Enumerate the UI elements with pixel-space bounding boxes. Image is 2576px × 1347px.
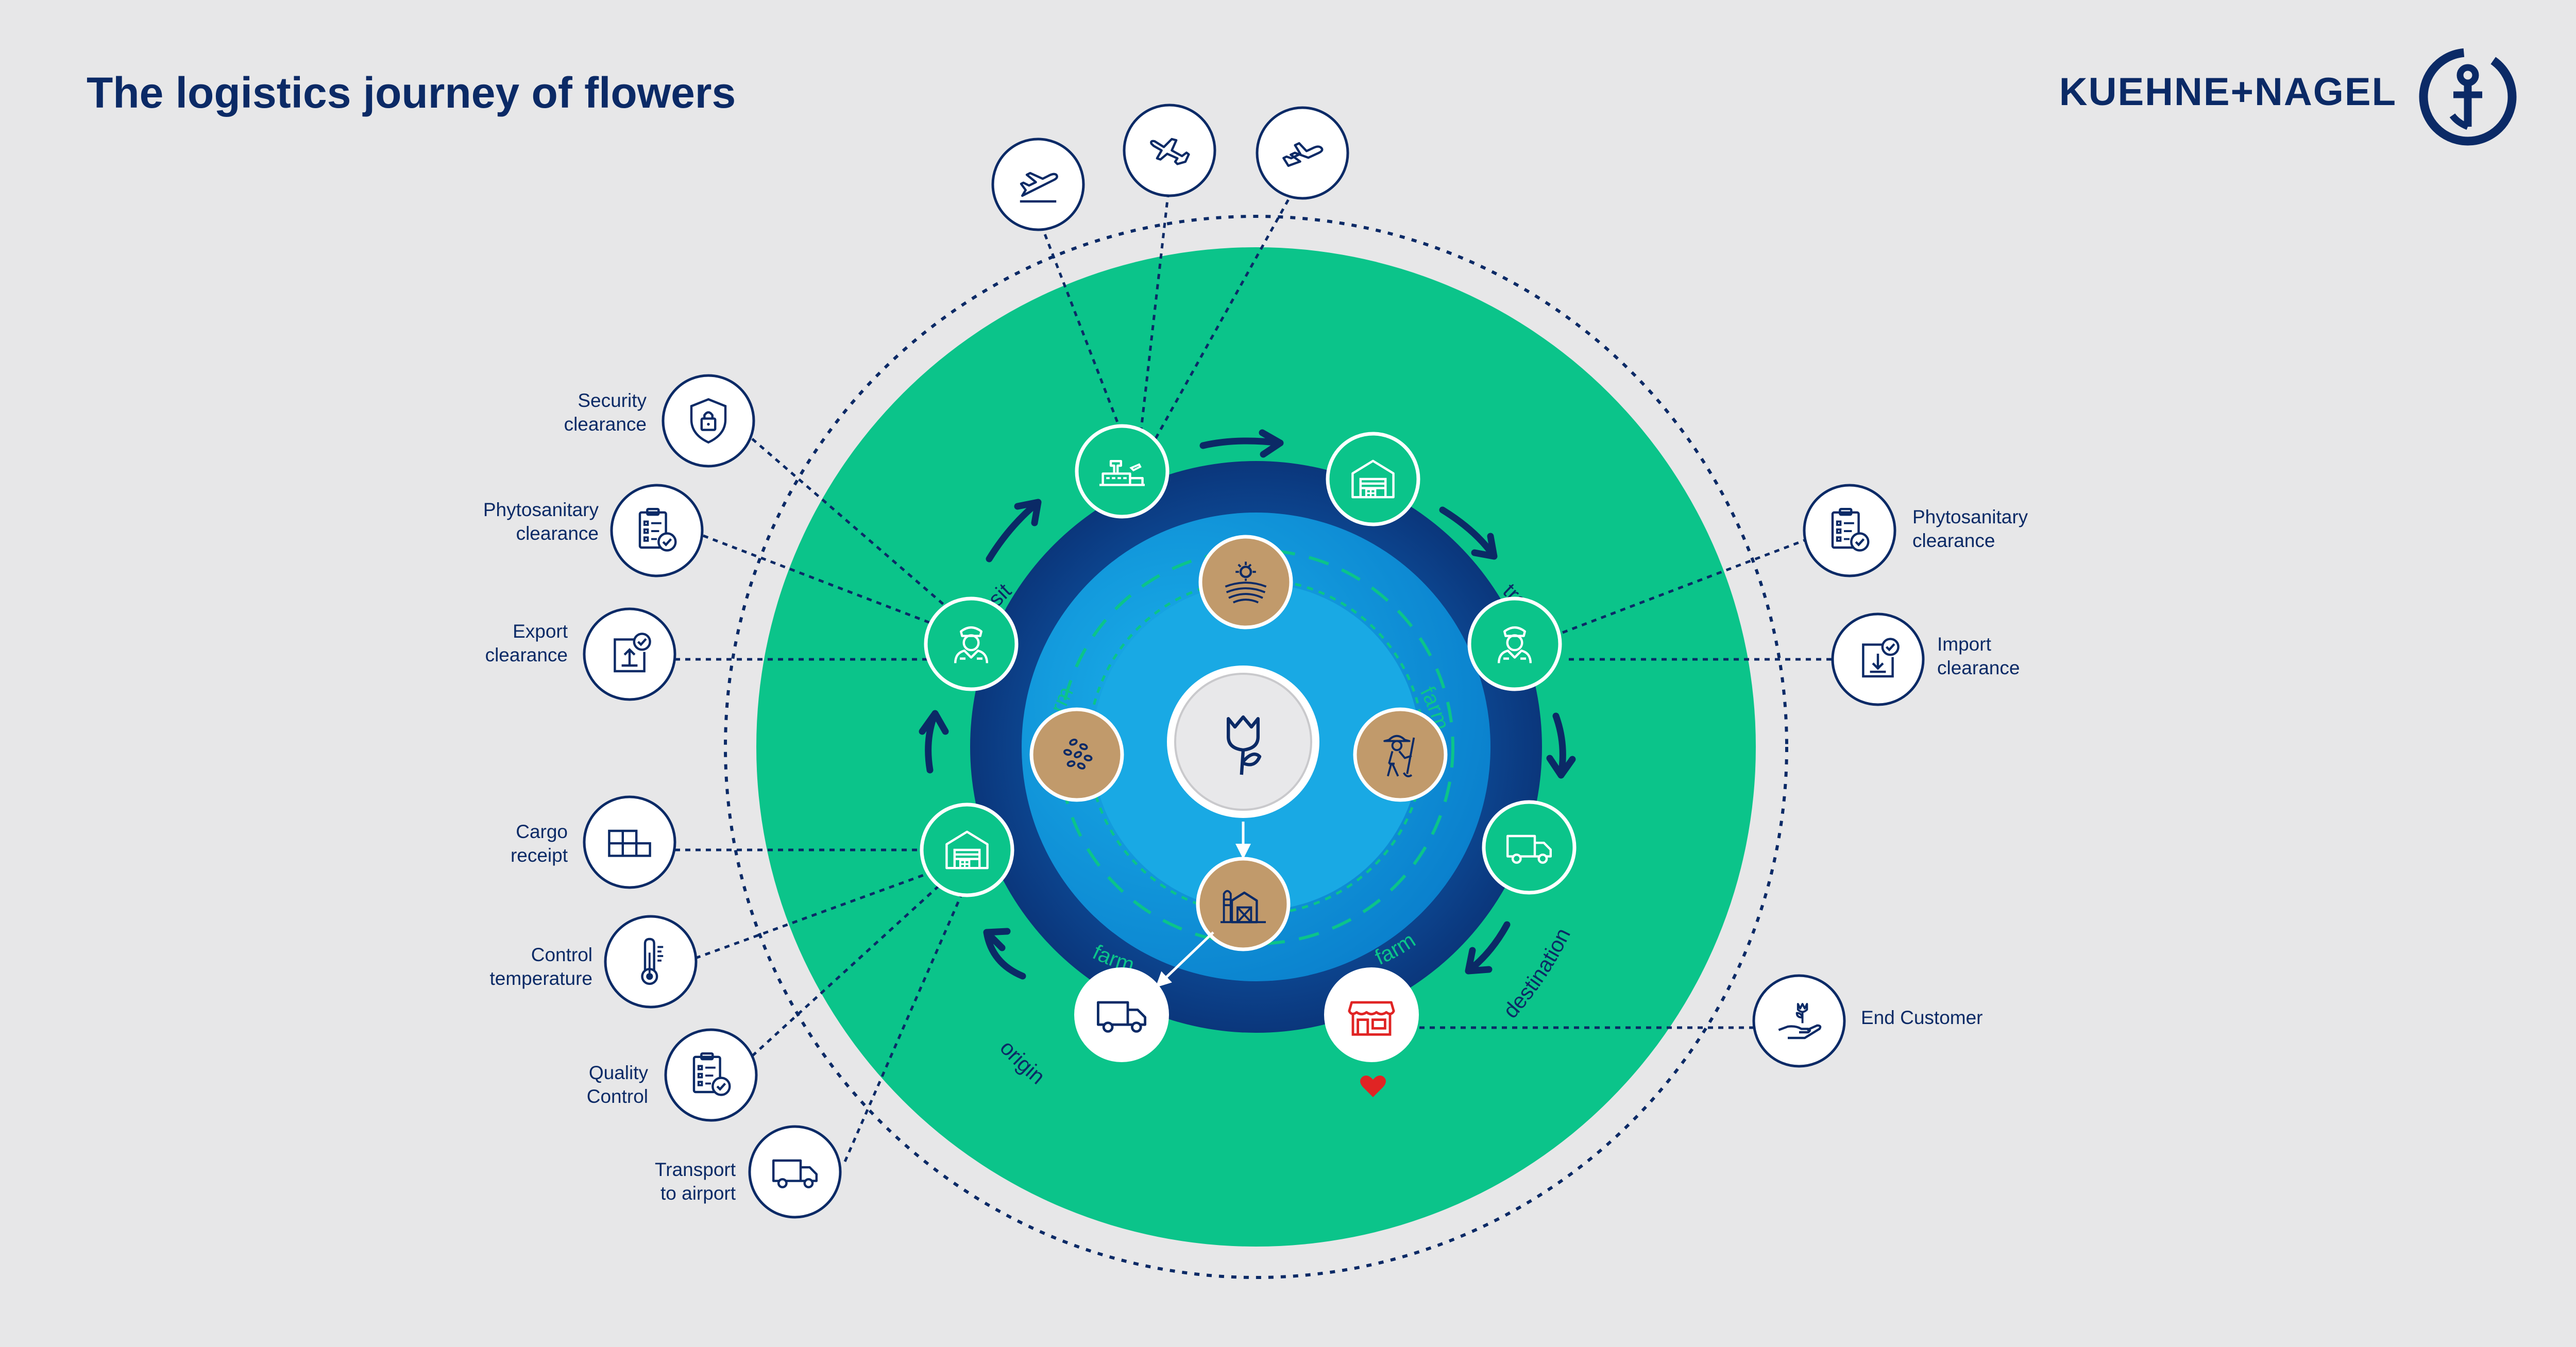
center-flower — [1167, 666, 1319, 818]
heart-icon — [1360, 1076, 1386, 1097]
callout-label: Control — [531, 944, 592, 965]
callout-label: receipt — [511, 845, 568, 866]
dest-truck-node — [1482, 800, 1577, 895]
callout-label: Import — [1937, 634, 1992, 655]
origin-truck-node — [1074, 967, 1169, 1062]
callout-label: Security — [578, 390, 647, 411]
callout-label: clearance — [564, 414, 647, 435]
callout-security-clearance: Security clearance — [564, 374, 755, 468]
callout-label: clearance — [516, 523, 599, 544]
callout-label: clearance — [1937, 657, 2020, 678]
callout-label: Quality — [589, 1062, 649, 1083]
callout-end-customer: End Customer — [1752, 974, 1983, 1068]
callout-label: clearance — [485, 644, 568, 666]
journey-arrows — [919, 429, 1576, 980]
dest-warehouse-node — [1326, 432, 1420, 526]
flight-2 — [1123, 104, 1216, 197]
callout-phytosanitary-clearance-destination: Phytosanitary clearance — [1803, 484, 2028, 577]
callout-transport-to-airport: Transport to airport — [655, 1125, 842, 1219]
store-node — [1324, 967, 1419, 1062]
callout-cargo-receipt: Cargo receipt — [511, 795, 676, 889]
flight-1 — [991, 138, 1085, 231]
callout-label: Export — [513, 621, 568, 642]
callout-export-clearance: Export clearance — [485, 607, 676, 701]
origin-warehouse-node — [920, 803, 1014, 897]
origin-airport-node — [1075, 424, 1170, 519]
callout-label: Cargo — [516, 821, 568, 842]
callout-control-temperature: Control temperature — [490, 915, 698, 1009]
callout-label: clearance — [1912, 530, 1995, 551]
callout-label: Control — [587, 1086, 648, 1107]
outer-dotted-ring — [724, 215, 1788, 1279]
callout-label: to airport — [660, 1183, 736, 1204]
callout-label: End Customer — [1861, 1007, 1983, 1028]
callout-phytosanitary-clearance-origin: Phytosanitary clearance — [483, 484, 704, 577]
farm-node-farmer — [1353, 707, 1448, 802]
anchor-emblem-icon — [2419, 48, 2517, 146]
origin-customs-node — [924, 596, 1019, 691]
barn-to-truck-arrow — [1155, 931, 1214, 988]
page-title: The logistics journey of flowers — [87, 69, 736, 117]
callout-label: Phytosanitary — [1912, 506, 2028, 527]
callout-label: Transport — [655, 1159, 736, 1180]
logo-wordmark: KUEHNE+NAGEL — [2059, 70, 2397, 114]
flight-3 — [1256, 106, 1349, 200]
farm-node-field — [1198, 535, 1293, 629]
callout-import-clearance: Import clearance — [1831, 612, 2020, 706]
callout-label: temperature — [490, 968, 593, 989]
callout-quality-control: Quality Control — [587, 1028, 758, 1122]
farm-node-seeds — [1029, 707, 1124, 802]
connector-lines — [675, 176, 1834, 1162]
callout-label: Phytosanitary — [483, 499, 599, 520]
dest-customs-node — [1467, 596, 1562, 691]
